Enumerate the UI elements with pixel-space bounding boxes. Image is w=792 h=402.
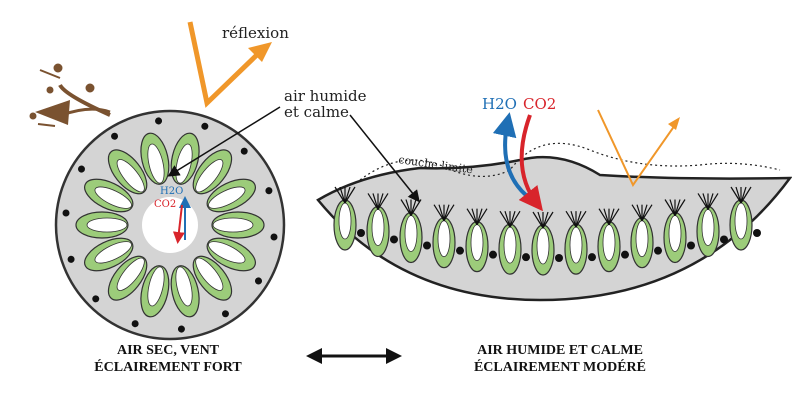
co2-flow-arrow	[518, 114, 543, 212]
algal-lobe	[107, 132, 148, 195]
light-reflection-arrow-icon	[187, 21, 272, 108]
algal-lobe	[729, 186, 761, 251]
algal-lobe	[92, 255, 148, 303]
air-humide-pointer-left	[167, 106, 281, 177]
algal-lobe	[67, 237, 134, 272]
algal-lobe	[432, 204, 464, 269]
algal-lobe	[696, 193, 728, 258]
h2o-label: H2O	[482, 95, 517, 113]
co2-label: CO2	[523, 95, 556, 113]
thallus-cross-section-dry	[54, 109, 286, 341]
algal-lobe	[206, 237, 262, 285]
thallus-section-humid	[316, 142, 792, 302]
air-humide-label-line2: et calme	[284, 103, 349, 121]
algal-lobe	[597, 208, 629, 273]
algal-lobe	[498, 210, 530, 275]
algal-lobe	[211, 211, 278, 241]
algal-lobe	[140, 117, 170, 185]
air-humide-label-line1: air humide	[284, 87, 367, 105]
algal-lobe	[192, 255, 233, 318]
co2-label-left: CO2	[154, 199, 176, 210]
light-reflection-arrow-right-icon	[597, 109, 680, 187]
air-humide-pointer-right	[349, 114, 420, 203]
algal-lobe	[62, 209, 129, 239]
reflexion-label: réflexion	[222, 24, 289, 42]
algal-lobe	[366, 193, 398, 258]
double-arrow-icon	[306, 348, 402, 364]
wind-arrow-icon	[29, 63, 111, 127]
algal-lobe	[630, 204, 662, 269]
caption-left-line1: AIR SEC, VENT	[117, 343, 220, 358]
caption-right-line1: AIR HUMIDE ET CALME	[477, 343, 643, 358]
algal-lobe	[465, 208, 497, 273]
algal-lobe	[333, 186, 365, 251]
algal-lobe	[531, 211, 563, 276]
caption-right-line2: ÉCLAIREMENT MODÉRÉ	[474, 358, 646, 375]
algal-lobe	[206, 178, 273, 213]
co2-flow-arrow-left	[172, 204, 185, 244]
boundary-layer-line	[359, 142, 781, 181]
algal-lobe	[170, 265, 200, 333]
algal-lobe	[131, 265, 170, 328]
algal-lobe	[564, 210, 596, 275]
algal-lobe	[399, 199, 431, 264]
h2o-label-left: H2O	[160, 186, 183, 197]
caption-left-line2: ÉCLAIREMENT FORT	[94, 358, 242, 375]
algal-lobe	[663, 199, 695, 264]
algal-lobe	[192, 147, 248, 195]
